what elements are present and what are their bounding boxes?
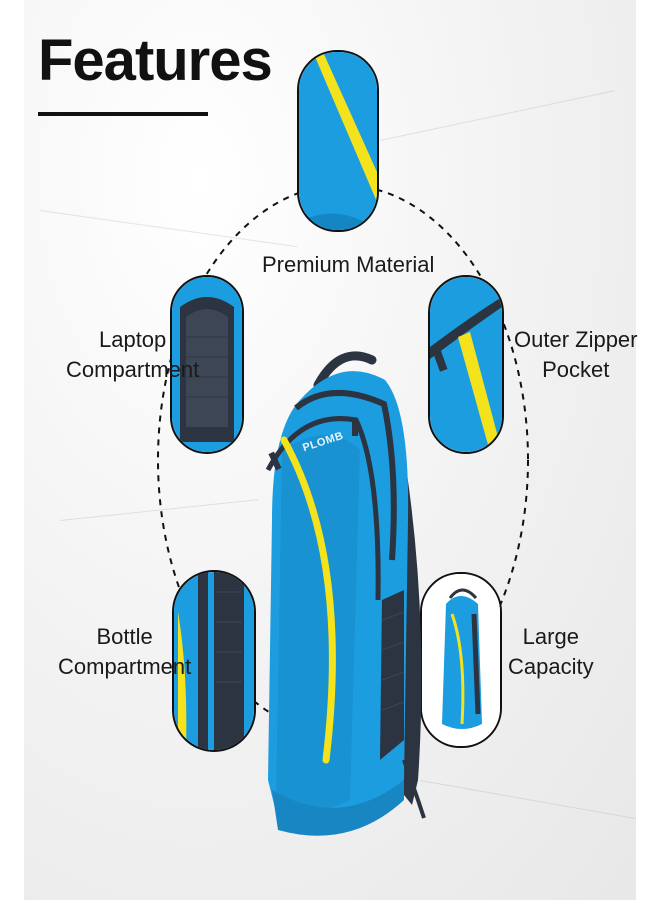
bottle-line2: Compartment — [58, 653, 192, 679]
bottle-pocket-icon — [174, 572, 254, 750]
front-panel — [276, 435, 360, 810]
laptop-line2: Compartment — [66, 356, 200, 382]
mini-backpack-icon — [422, 574, 500, 746]
strap-tail — [402, 759, 426, 819]
label-outer-zipper-pocket: Outer Zipper Pocket — [514, 325, 638, 384]
capacity-line1: Large — [522, 624, 579, 649]
mesh-lines — [381, 611, 405, 711]
outer-zipper-line1: Outer Zipper — [514, 327, 638, 352]
page-title: Features — [38, 28, 273, 93]
side-mesh-pocket — [380, 590, 404, 760]
label-bottle-compartment: Bottle Compartment — [58, 622, 191, 681]
zipper-pull — [268, 451, 282, 471]
feature-bubble-capacity — [420, 572, 502, 748]
feature-bubble-bottle — [172, 570, 256, 752]
title-underline — [38, 112, 208, 116]
label-laptop-compartment: Laptop Compartment — [66, 325, 199, 384]
yellow-accent-stripe — [280, 436, 336, 764]
laptop-line1: Laptop — [98, 327, 167, 352]
feature-bubble-laptop — [170, 275, 244, 454]
carry-handle — [313, 351, 377, 390]
outer-zipper-line2: Pocket — [542, 356, 610, 382]
feature-bubble-zipper — [428, 275, 504, 454]
capacity-line2: Capacity — [508, 653, 594, 679]
zipper-pocket-icon — [430, 277, 502, 452]
laptop-sleeve-icon — [172, 277, 242, 452]
zipper-pull — [352, 420, 358, 436]
left-margin — [0, 0, 24, 900]
feature-bubble-material — [297, 50, 379, 232]
label-large-capacity: Large Capacity — [508, 622, 594, 681]
top-zipper-trim — [294, 390, 397, 561]
right-margin — [636, 0, 660, 900]
label-premium-material: Premium Material — [262, 252, 435, 277]
bag-base — [272, 780, 404, 836]
bottle-line1: Bottle — [96, 624, 153, 649]
